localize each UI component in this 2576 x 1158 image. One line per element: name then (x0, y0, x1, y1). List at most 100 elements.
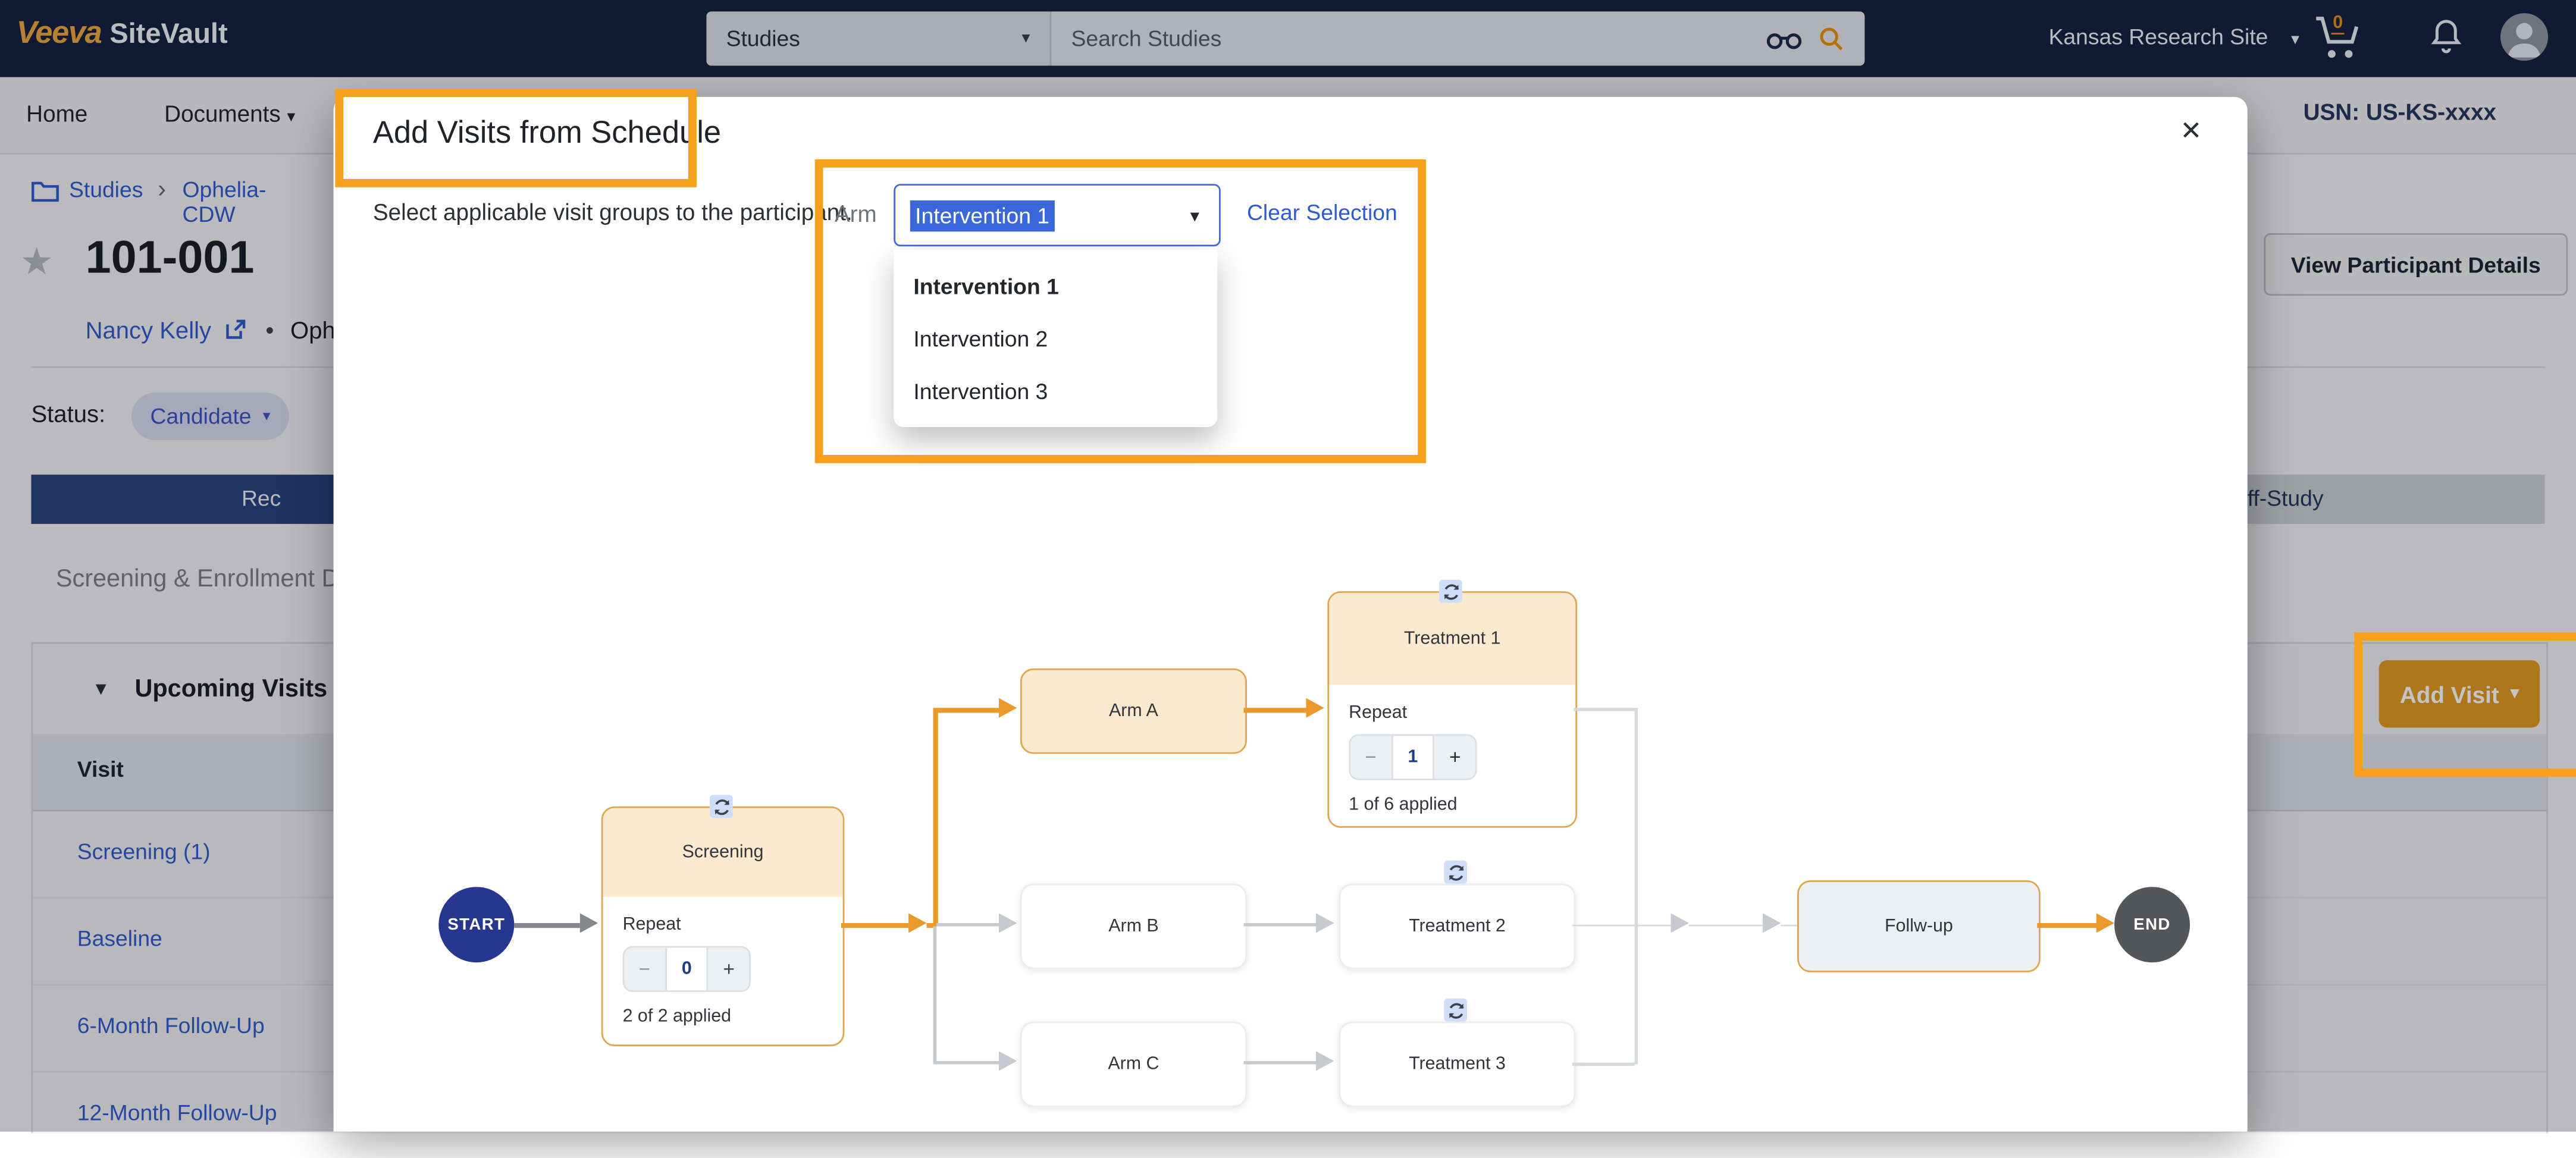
schedule-diagram: START Screening Repeat − 0 + 2 of 2 appl… (334, 97, 2248, 1132)
annotation-highlight-arm-dropdown (814, 159, 1426, 463)
connector-line (841, 922, 909, 927)
connector-line (933, 708, 999, 713)
arm-b-node[interactable]: Arm B (1020, 883, 1247, 969)
visit-link[interactable]: Baseline (77, 926, 162, 951)
connector-line (1572, 1062, 1635, 1065)
visit-link[interactable]: 12-Month Follow-Up (77, 1100, 277, 1125)
stepper-value[interactable]: 0 (665, 947, 709, 991)
chevron-down-icon (287, 108, 295, 126)
connector-line (1781, 924, 1798, 927)
connector-line (936, 922, 999, 927)
arrowhead-icon (1763, 913, 1781, 933)
participant-study-fragment: Oph (290, 318, 336, 345)
annotation-highlight-modal-title (335, 89, 697, 187)
add-visit-label: Add Visit (2399, 680, 2499, 707)
arm-option[interactable]: Intervention 1 (913, 273, 1059, 299)
arm-a-node[interactable]: Arm A (1020, 668, 1247, 754)
sync-icon[interactable] (709, 795, 733, 818)
chevron-down-icon (2291, 31, 2299, 49)
connector-line (1634, 708, 1637, 1065)
treatment-1-node[interactable]: Treatment 1 Repeat − 1 + 1 of 6 applied (1327, 591, 1578, 828)
connector-line (1688, 924, 1763, 927)
status-pill[interactable]: Candidate (131, 392, 290, 441)
connector-line (1574, 708, 1637, 711)
start-label: START (447, 915, 506, 934)
add-visit-button[interactable]: Add Visit (2378, 660, 2540, 728)
sync-icon[interactable] (1439, 579, 1462, 603)
treatment-1-repeat-stepper: − 1 + (1349, 734, 1477, 780)
visit-link[interactable]: 6-Month Follow-Up (77, 1013, 265, 1038)
sync-icon[interactable] (1444, 998, 1468, 1022)
connector-line (1572, 924, 1671, 927)
folder-icon (32, 181, 59, 202)
arrowhead-icon (908, 913, 927, 933)
arm-option[interactable]: Intervention 3 (913, 378, 1048, 403)
arm-option[interactable]: Intervention 2 (913, 326, 1048, 351)
treatment-2-node[interactable]: Treatment 2 (1339, 883, 1576, 969)
nav-documents[interactable]: Documents (164, 100, 295, 126)
clear-selection-link[interactable]: Clear Selection (1246, 200, 1397, 225)
search-scope-select[interactable]: Studies (706, 11, 1052, 66)
treatment-1-title: Treatment 1 (1329, 592, 1576, 685)
search-icon[interactable] (1819, 26, 1845, 52)
breadcrumb-studies[interactable]: Studies (68, 177, 143, 202)
search-input[interactable] (1051, 11, 1766, 66)
arm-select[interactable]: Intervention 1 (894, 184, 1221, 247)
connector-line (933, 926, 937, 1065)
view-participant-details-button[interactable]: View Participant Details (2264, 233, 2568, 296)
repeat-label: Repeat (1349, 702, 1408, 723)
stepper-value[interactable]: 1 (1391, 736, 1435, 779)
arrowhead-icon (1671, 913, 1689, 933)
end-label: END (2133, 915, 2171, 934)
followup-node[interactable]: Follw-up (1797, 880, 2041, 972)
notifications-bell-icon[interactable] (2427, 15, 2466, 61)
stepper-plus-button[interactable]: + (723, 957, 735, 981)
veeva-logo: Veeva (16, 16, 102, 51)
arm-c-node[interactable]: Arm C (1020, 1021, 1247, 1107)
status-value: Candidate (150, 404, 252, 429)
connector-line (514, 922, 580, 927)
participant-id-title: 101-001 (85, 231, 255, 283)
modal-title: Add Visits from Schedule (372, 117, 722, 152)
screening-node[interactable]: Screening Repeat − 0 + 2 of 2 applied (601, 806, 845, 1047)
repeat-label: Repeat (622, 915, 681, 935)
arrowhead-icon (2096, 913, 2115, 933)
connector-line (1243, 708, 1306, 713)
site-selector[interactable]: Kansas Research Site (2049, 24, 2299, 49)
diagram-end-node: END (2114, 887, 2190, 963)
arrowhead-icon (998, 698, 1017, 718)
collapse-caret-icon[interactable]: ▼ (92, 680, 110, 700)
stepper-minus-button[interactable]: − (638, 957, 651, 981)
person-icon (2508, 23, 2541, 58)
annotation-highlight-add-visit (2354, 632, 2576, 777)
binoculars-icon (1766, 32, 1802, 49)
stepper-plus-button[interactable]: + (1449, 745, 1461, 769)
nav-home[interactable]: Home (26, 100, 88, 127)
search-scope-value: Studies (726, 26, 800, 51)
status-progress-right-label: ff-Study (2247, 486, 2324, 511)
participant-subtitle-row: Nancy Kelly • Oph (86, 319, 336, 345)
cart-count-badge: 0 (2331, 13, 2345, 34)
status-progress-left-label: Rec (241, 486, 281, 511)
external-link-icon (225, 319, 245, 339)
treatment-1-applied-label: 1 of 6 applied (1349, 795, 1458, 815)
sync-icon[interactable] (1444, 861, 1468, 884)
stepper-minus-button[interactable]: − (1365, 745, 1377, 769)
visit-link[interactable]: Screening (1) (77, 839, 211, 864)
user-avatar[interactable] (2500, 13, 2549, 61)
treatment-3-node[interactable]: Treatment 3 (1339, 1021, 1576, 1107)
breadcrumb-current[interactable]: Ophelia-CDW (182, 177, 267, 227)
arrowhead-icon (1315, 1051, 1334, 1071)
screening-applied-label: 2 of 2 applied (622, 1006, 732, 1027)
nav-documents-label: Documents (164, 100, 281, 127)
arrowhead-icon (579, 913, 598, 933)
connector-line (1243, 922, 1316, 927)
connector-line (926, 922, 937, 927)
cart-button[interactable]: 0 (2313, 13, 2369, 62)
connector-line (2037, 922, 2100, 927)
arm-dropdown-menu: Intervention 1 Intervention 2 Interventi… (894, 249, 1218, 427)
participant-name-link[interactable]: Nancy Kelly (85, 318, 212, 345)
dot-separator: • (265, 318, 274, 345)
